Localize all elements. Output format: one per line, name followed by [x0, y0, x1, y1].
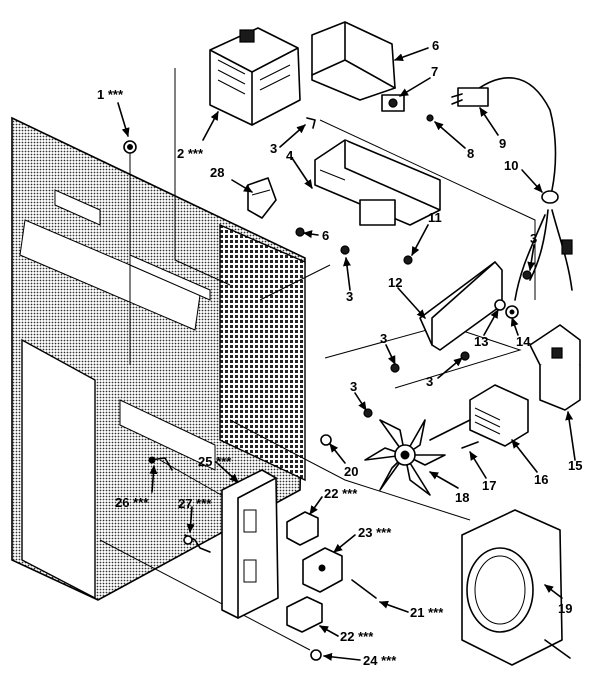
door-switch-middle — [302, 547, 343, 593]
label-4: 4 — [286, 148, 294, 163]
switch-mount — [221, 469, 279, 619]
label-8: 8 — [467, 146, 474, 161]
fan-orifice — [461, 509, 571, 666]
duct-cover-top — [311, 21, 396, 101]
part-labels: 1 *** 2 *** 3 4 28 6 7 8 9 10 6 3 11 3 1… — [97, 38, 582, 668]
label-20: 20 — [344, 464, 358, 479]
label-16: 16 — [534, 472, 548, 487]
label-21: 21 *** — [410, 605, 444, 620]
label-3-center: 3 — [380, 331, 387, 346]
cord-strain-relief — [541, 190, 559, 204]
label-3-lower: 3 — [426, 374, 433, 389]
label-6-top: 6 — [432, 38, 439, 53]
label-3-mid: 3 — [346, 289, 353, 304]
label-1: 1 *** — [97, 87, 124, 102]
fan-motor — [429, 384, 529, 447]
thermal-cutout — [381, 94, 405, 112]
label-10: 10 — [504, 158, 518, 173]
label-6-mid: 6 — [322, 228, 329, 243]
label-18: 18 — [455, 490, 469, 505]
label-26: 26 *** — [115, 495, 149, 510]
label-3-fan: 3 — [350, 379, 357, 394]
label-22-lower: 22 *** — [340, 629, 374, 644]
label-9: 9 — [499, 136, 506, 151]
switch-spring — [183, 534, 211, 553]
label-14: 14 — [516, 334, 531, 349]
washers — [494, 299, 519, 319]
label-3: 3 — [270, 141, 277, 156]
label-22-upper: 22 *** — [324, 486, 358, 501]
door-switch-lower — [286, 596, 323, 633]
motor-mount — [529, 324, 581, 411]
magnetron — [209, 27, 301, 126]
label-12: 12 — [388, 275, 402, 290]
label-25: 25 *** — [198, 454, 232, 469]
air-guide — [314, 139, 441, 226]
door-switch-upper — [286, 511, 319, 546]
label-17: 17 — [482, 478, 496, 493]
label-28: 28 — [210, 165, 224, 180]
label-11: 11 — [428, 210, 442, 225]
label-13: 13 — [474, 334, 488, 349]
motor-bracket — [419, 261, 503, 351]
label-24: 24 *** — [363, 653, 397, 668]
label-7: 7 — [431, 64, 438, 79]
label-27: 27 *** — [178, 496, 212, 511]
label-23: 23 *** — [358, 525, 392, 540]
chassis-frame — [11, 116, 306, 601]
switch-lever — [148, 456, 173, 471]
label-2: 2 *** — [177, 146, 204, 161]
label-15: 15 — [568, 458, 582, 473]
power-cord — [451, 77, 557, 191]
callout-arrows — [117, 47, 576, 661]
label-3-right: 3 — [530, 231, 537, 246]
label-19: 19 — [558, 601, 572, 616]
fan-blade — [364, 419, 446, 496]
fasteners — [123, 114, 532, 661]
wire-harness — [514, 209, 573, 301]
leader-lines — [99, 68, 536, 651]
bracket — [247, 177, 277, 219]
